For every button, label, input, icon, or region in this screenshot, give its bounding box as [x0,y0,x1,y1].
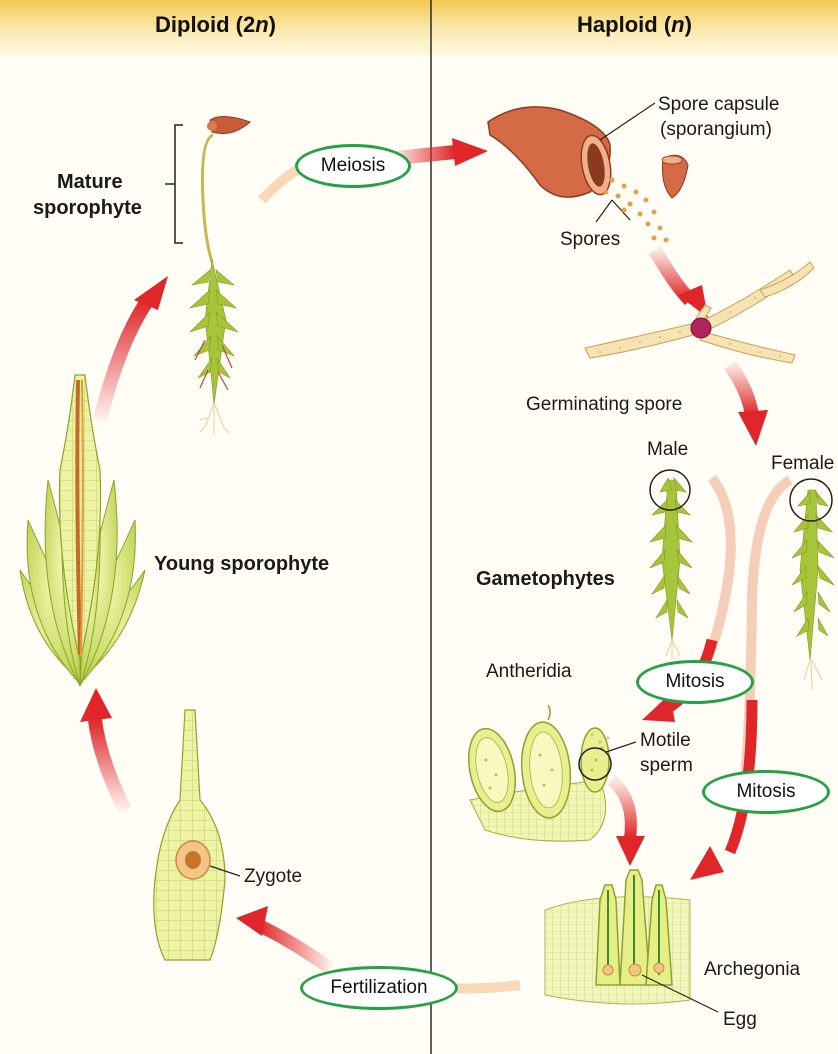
meiosis-text: Meiosis [321,155,385,177]
germinating-spore-label: Germinating spore [526,394,682,416]
sperm-label: sperm [640,755,693,777]
archegonia-label: Archegonia [704,959,800,981]
young-to-mature-sporophyte-arrow [100,276,168,420]
germination-to-gametophyte-arrow [730,365,768,446]
gametophytes-label: Gametophytes [476,568,615,591]
egg-label: Egg [723,1009,757,1031]
fertilization-oval: Fertilization [300,966,458,1010]
haploid-header-n: n [671,12,684,38]
spores-to-germination-arrow [655,250,708,318]
spore-capsule-label: Spore capsule [658,94,779,116]
mature-label: Mature [57,171,123,194]
diploid-header-n: n [255,12,268,38]
arc-to-meiosis [262,168,300,200]
haploid-header-text: Haploid ( [577,12,671,38]
spore-capsule-illustration [488,103,688,243]
mitosis-male-text: Mitosis [665,671,724,693]
young-sporophyte-illustration [20,375,145,686]
mitosis-oval-female: Mitosis [702,770,830,814]
sperm-to-archegonia-arrow [612,780,645,866]
diploid-header-close: ) [269,12,276,38]
spores-label: Spores [560,229,620,251]
germinating-spore-illustration [585,262,814,363]
meiosis-oval: Meiosis [295,144,411,188]
antheridia-label: Antheridia [486,661,572,683]
female-gametophyte-illustration [790,479,834,690]
motile-label: Motile [640,730,691,752]
mitosis-female-text: Mitosis [736,781,795,803]
mature-sporophyte-illustration [165,116,250,435]
zygote-illustration [154,710,240,960]
mitosis-oval-male: Mitosis [636,660,754,704]
male-label: Male [647,439,688,461]
female-label: Female [771,453,834,475]
diploid-header-text: Diploid (2 [155,12,255,38]
haploid-header: Haploid (n) [431,0,838,50]
sporangium-label: (sporangium) [660,119,772,141]
mature-sporophyte-label: sporophyte [33,197,142,220]
young-sporophyte-label: Young sporophyte [154,553,329,576]
fertilization-text: Fertilization [330,977,427,999]
zygote-to-young-sporophyte-arrow [80,688,125,810]
male-gametophyte-illustration [650,470,692,660]
antheridia-illustration [462,705,636,841]
haploid-header-close: ) [685,12,692,38]
zygote-label: Zygote [244,866,302,888]
archegonia-illustration [545,870,718,1012]
